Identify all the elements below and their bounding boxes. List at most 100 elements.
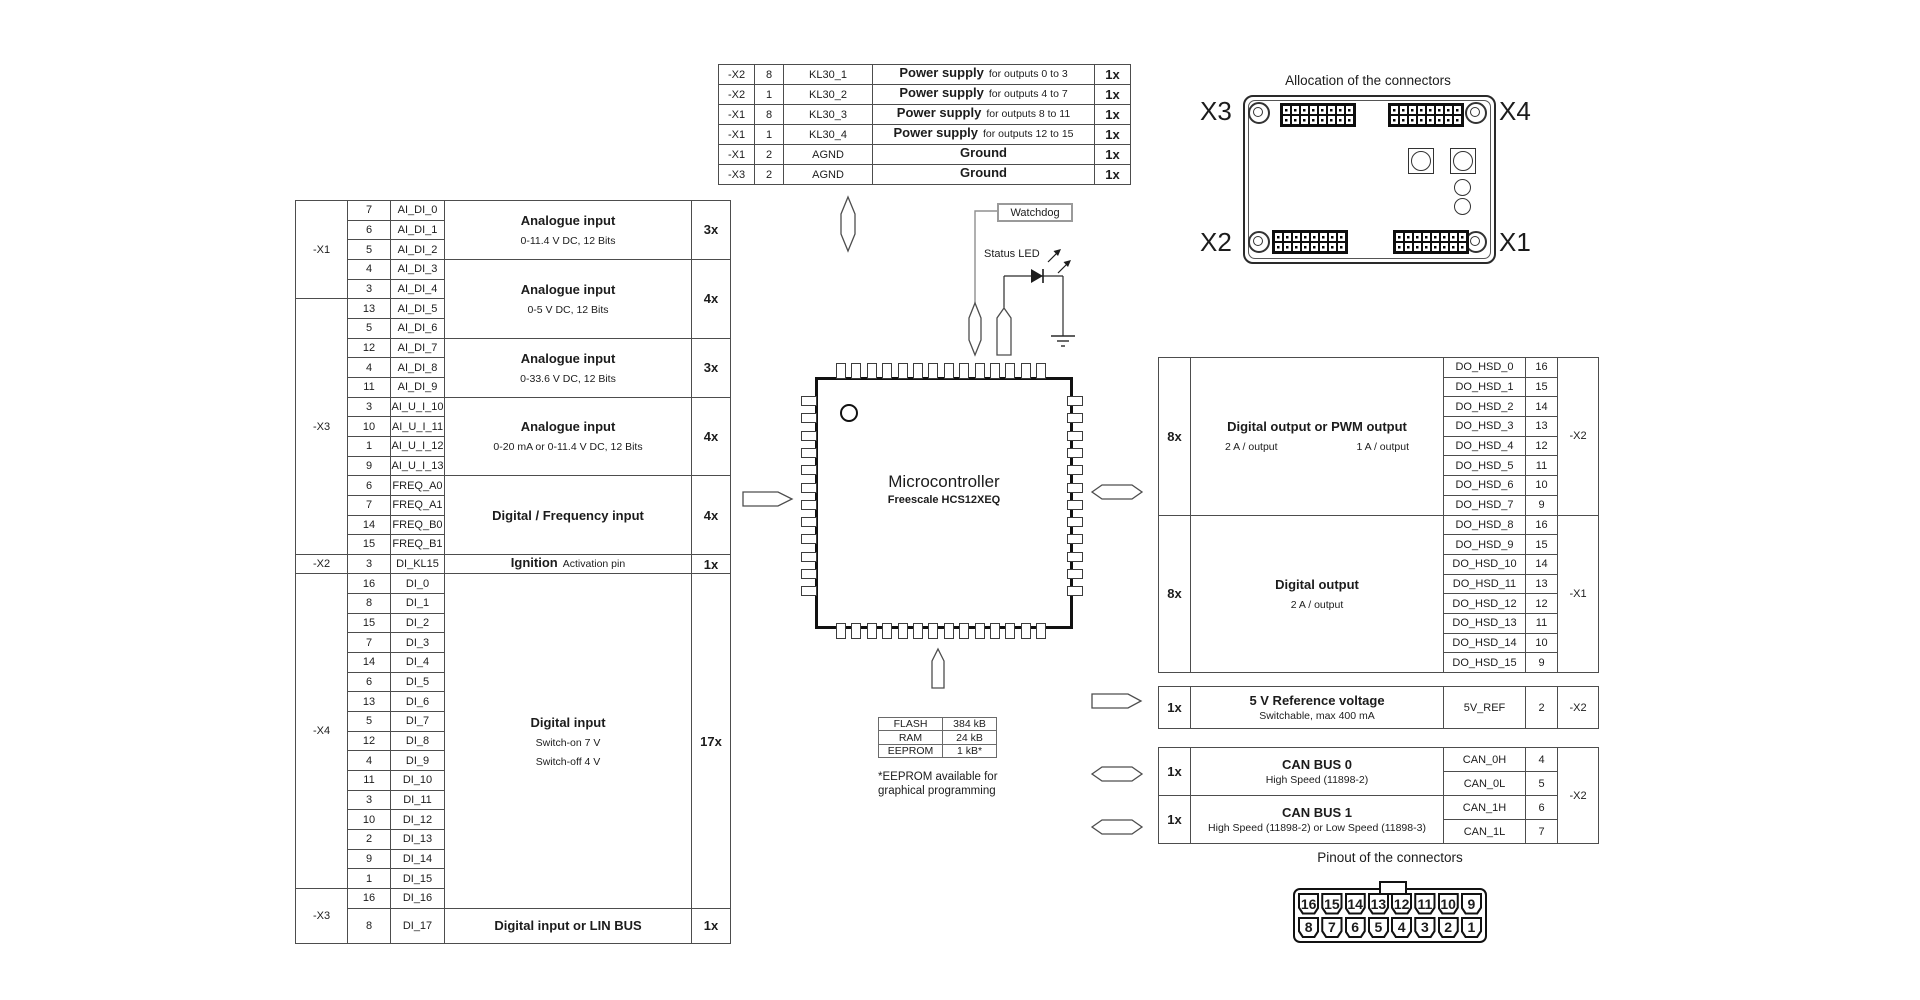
chip-pin [866, 623, 877, 639]
pin-cell: 7 [1526, 820, 1558, 844]
pinout-pin-cell: 11 [1414, 893, 1436, 915]
signal-cell: DI_6 [391, 692, 445, 713]
pin-cell: 1 [755, 125, 784, 145]
pin-cell: 14 [1526, 554, 1558, 575]
pin-hole [1320, 233, 1327, 241]
signal-cell: DI_11 [391, 790, 445, 811]
pin-hole [1311, 243, 1318, 251]
led-ray-1-head [1053, 249, 1061, 256]
pin-cell: 4 [348, 751, 391, 772]
pin-hole [1432, 233, 1439, 241]
count-cell: 1x [1095, 85, 1131, 105]
pin-cell: 1 [348, 869, 391, 889]
signal-cell: CAN_0H [1444, 748, 1526, 772]
output-flow-icon [1090, 484, 1144, 500]
pin-hole [1302, 243, 1309, 251]
chip-pin [959, 623, 970, 639]
signal-cell: 5V_REF [1444, 687, 1526, 729]
count-cell: 4x [692, 397, 731, 477]
pin-hole [1275, 243, 1282, 251]
pin-hole [1441, 243, 1448, 251]
signal-cell: DO_HSD_13 [1444, 613, 1526, 634]
pin-cell: 11 [1526, 613, 1558, 634]
component-small-circle-icon [1454, 179, 1471, 196]
chip-pin [1067, 482, 1083, 493]
pin-cell: 3 [348, 397, 391, 418]
chip-pin [897, 623, 908, 639]
chip-pin [928, 623, 939, 639]
pinout-pin-cell: 4 [1391, 916, 1413, 938]
pin-hole [1436, 106, 1443, 114]
pin-cell: 10 [348, 417, 391, 437]
pinout-pin-cell: 14 [1344, 893, 1366, 915]
pin-hole [1454, 106, 1461, 114]
pin-hole [1284, 243, 1291, 251]
chip-pin [1067, 499, 1083, 510]
component-circle-icon [1453, 151, 1473, 171]
pin-cell: 11 [348, 771, 391, 791]
signal-cell: AI_DI_2 [391, 240, 445, 260]
signal-cell: DO_HSD_3 [1444, 417, 1526, 437]
chip-pin [801, 517, 817, 528]
connector-cell: -X3 [719, 165, 755, 185]
pin-cell: 2 [1526, 687, 1558, 729]
description-cell: Digital / Frequency input [445, 476, 692, 555]
pin-hole [1293, 243, 1300, 251]
pin-cell: 14 [1526, 397, 1558, 418]
led-ray-2-head [1063, 260, 1071, 267]
pin-cell: 9 [348, 849, 391, 870]
pin-hole [1400, 116, 1407, 124]
pin-cell: 14 [348, 653, 391, 673]
pin-cell: 5 [1526, 772, 1558, 796]
pin-cell: 8 [755, 65, 784, 85]
description-cell: Digital input or LIN BUS [445, 908, 692, 944]
pin-cell: 16 [1526, 358, 1558, 378]
chip-pin [836, 363, 846, 379]
pin-hole [1445, 116, 1452, 124]
pinout-title: Pinout of the connectors [1317, 850, 1463, 865]
pin-hole [1311, 233, 1318, 241]
signal-cell: DO_HSD_15 [1444, 653, 1526, 673]
chip-pin [801, 482, 817, 493]
chip-pin [1067, 447, 1083, 458]
chip-pin [1036, 623, 1047, 639]
connector-block-x3 [1280, 103, 1356, 127]
pin-cell: 13 [1526, 574, 1558, 595]
pin-hole [1283, 106, 1290, 114]
led-diode-icon [1031, 269, 1043, 283]
count-cell: 8x [1159, 358, 1191, 516]
count-cell: 1x [692, 908, 731, 944]
connector-cell: -X2 [719, 85, 755, 105]
count-cell: 4x [692, 259, 731, 339]
pin-hole [1391, 106, 1398, 114]
pin-hole [1301, 116, 1308, 124]
chip-pin [1067, 586, 1083, 597]
pin-hole [1459, 243, 1466, 251]
chip-pin [836, 623, 846, 639]
chip-pin [928, 363, 939, 379]
signal-cell: AI_DI_1 [391, 220, 445, 241]
connector-cell: -X2 [719, 65, 755, 85]
pin-hole [1445, 106, 1452, 114]
connector-group-cell: -X2 [1558, 687, 1599, 729]
signal-cell: FREQ_B0 [391, 515, 445, 536]
input-arrow-icon [742, 491, 794, 507]
can1-flow-icon [1090, 819, 1144, 835]
pinout-pin-cell: 7 [1321, 916, 1343, 938]
pinout-pin-cell: 8 [1298, 916, 1320, 938]
memory-value-cell: 384 kB [943, 718, 997, 732]
connector-cell: -X1 [719, 105, 755, 125]
signal-cell: DO_HSD_4 [1444, 436, 1526, 457]
pin-hole [1284, 233, 1291, 241]
pin-cell: 12 [1526, 594, 1558, 614]
pin-hole [1400, 106, 1407, 114]
chip-pin [801, 499, 817, 510]
signal-cell: DO_HSD_0 [1444, 358, 1526, 378]
pin-cell: 11 [348, 377, 391, 398]
